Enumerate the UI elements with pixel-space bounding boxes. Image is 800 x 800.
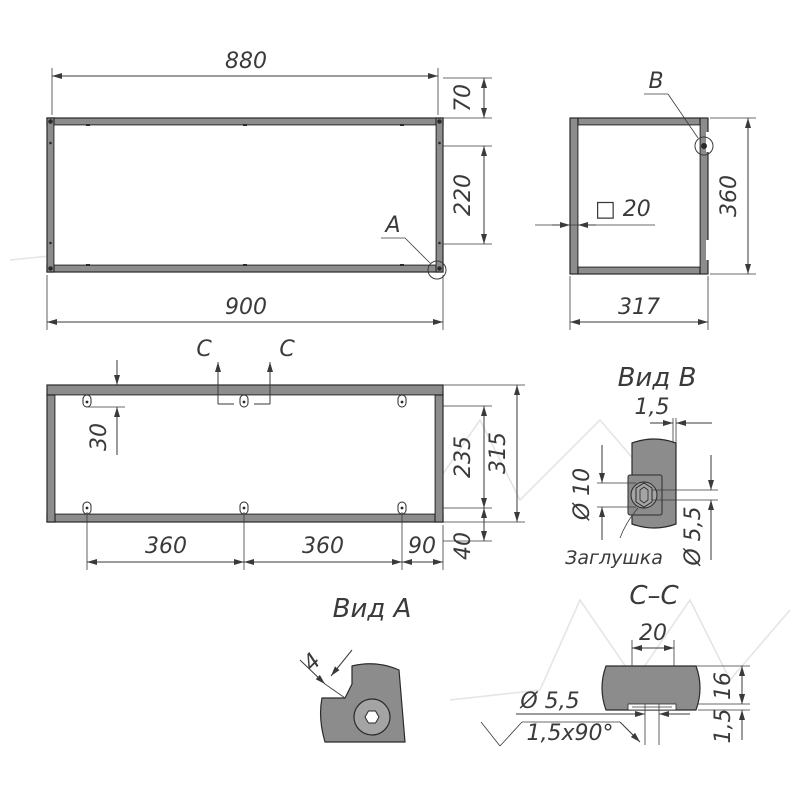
- section-mark-c-right: C: [279, 337, 295, 362]
- dim-front-220: 220: [451, 174, 476, 216]
- dim-front-70: 70: [451, 84, 476, 112]
- dim-top-30: 30: [87, 423, 112, 451]
- dim-cc-1-5: 1,5: [711, 709, 736, 744]
- dim-top-360-right: 360: [302, 534, 344, 559]
- section-cc-title: С–С: [629, 581, 679, 611]
- dim-view-b-dia-5-5: Ø 5,5: [681, 506, 706, 566]
- dim-cc-20: 20: [639, 621, 667, 646]
- dim-side-317: 317: [618, 295, 660, 320]
- dim-side-profile-20: □ 20: [595, 197, 651, 222]
- dim-view-a-4: 4: [299, 649, 327, 677]
- view-a-title: Вид А: [333, 594, 412, 624]
- view-b: Вид В 1,5 Ø 10 Ø 5,5 Заглушка: [565, 363, 718, 569]
- view-b-plug-label: Заглушка: [565, 547, 663, 569]
- side-view: B 360 317 □ 20: [535, 69, 756, 330]
- detail-marker-b: B: [648, 69, 663, 94]
- dim-cc-dia-5-5: Ø 5,5: [519, 689, 579, 714]
- section-mark-c-left: C: [196, 337, 212, 362]
- dim-top-40: 40: [451, 532, 476, 560]
- front-view: 880 900 70 220 A: [46, 49, 492, 330]
- view-b-title: Вид В: [618, 363, 697, 393]
- detail-marker-a: A: [383, 213, 400, 238]
- dim-view-b-1-5: 1,5: [635, 395, 670, 420]
- dim-view-b-dia-10: Ø 10: [570, 468, 595, 521]
- dim-cc-16: 16: [711, 672, 736, 700]
- view-a: Вид А 4: [299, 594, 412, 743]
- dim-top-90: 90: [408, 534, 436, 559]
- dim-top-315: 315: [486, 432, 511, 474]
- section-cc: С–С 20 16 1,5 Ø 5,5 1,5х90°: [480, 581, 750, 747]
- dim-front-880: 880: [225, 49, 267, 74]
- dim-front-900: 900: [225, 295, 267, 320]
- dim-side-360: 360: [717, 175, 742, 217]
- dim-top-360-left: 360: [145, 534, 187, 559]
- top-view: C C 30 235 40 315 360 360 90: [46, 337, 525, 570]
- dim-top-235: 235: [451, 436, 476, 478]
- dim-cc-chamfer: 1,5х90°: [526, 721, 613, 746]
